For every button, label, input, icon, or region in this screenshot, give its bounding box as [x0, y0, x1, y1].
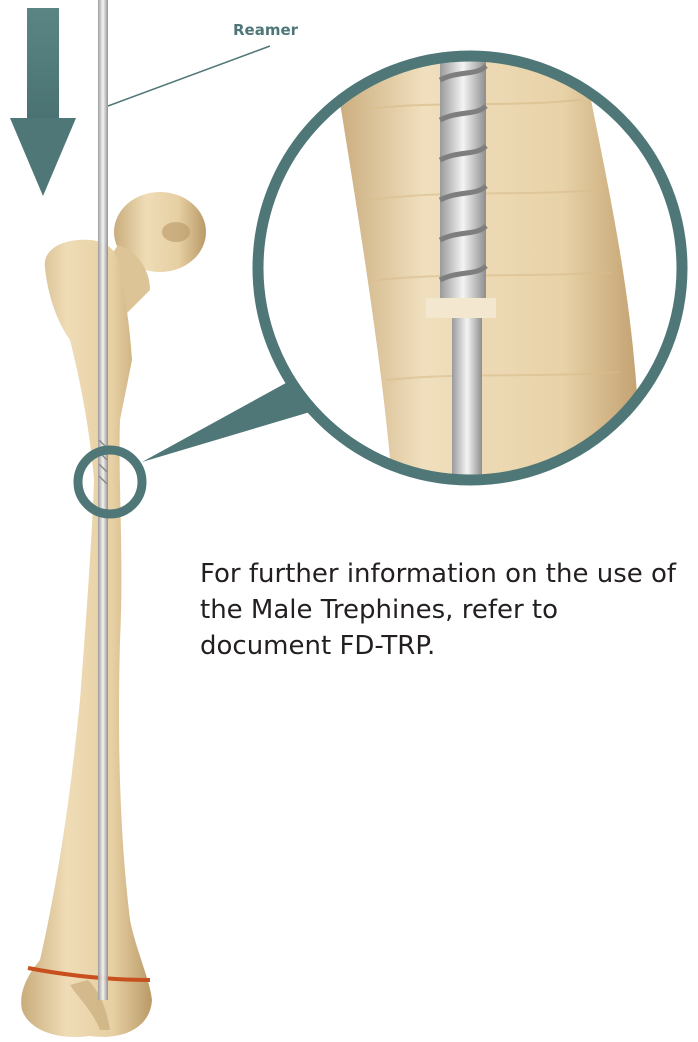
zoom-connector [142, 378, 310, 462]
further-information-note: For further information on the use of th… [200, 556, 690, 664]
zoom-detail [258, 40, 682, 488]
reamer-leader-line [108, 46, 270, 106]
insertion-direction-arrow [10, 8, 76, 196]
femur-bone [21, 192, 206, 1037]
reamer-label: Reamer [233, 21, 299, 39]
reamer-rod [98, 0, 108, 1000]
